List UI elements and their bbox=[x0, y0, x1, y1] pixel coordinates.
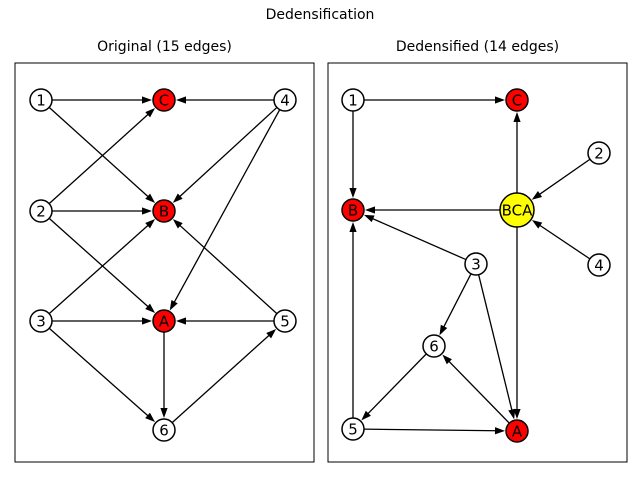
edge-dedensified-A-6 bbox=[447, 359, 510, 424]
arrowhead-dedensified-BCA-B bbox=[365, 206, 375, 214]
edge-original-4-A bbox=[173, 109, 281, 304]
arrowhead-dedensified-1-B bbox=[349, 188, 357, 198]
node-dedensified-4 bbox=[587, 253, 611, 277]
arrowhead-original-2-A bbox=[145, 303, 156, 314]
arrowhead-dedensified-1-C bbox=[495, 96, 505, 104]
node-label-dedensified-BCA: BCA bbox=[502, 201, 534, 219]
arrowhead-dedensified-BCA-A bbox=[513, 409, 521, 419]
node-dedensified-2 bbox=[587, 141, 611, 165]
arrowhead-original-4-C bbox=[176, 96, 186, 104]
arrowhead-dedensified-5-A bbox=[494, 427, 506, 435]
arrowhead-original-6-5 bbox=[266, 329, 277, 339]
arrowhead-original-5-B bbox=[172, 219, 183, 229]
figure-title: Dedensification bbox=[265, 7, 375, 23]
arrowhead-original-3-6 bbox=[145, 412, 156, 423]
arrowhead-dedensified-A-6 bbox=[442, 354, 452, 365]
node-original-5 bbox=[273, 309, 297, 333]
arrowhead-original-A-6 bbox=[160, 408, 168, 418]
node-label-dedensified-B: B bbox=[348, 201, 358, 219]
node-label-original-4: 4 bbox=[280, 91, 290, 109]
arrowhead-dedensified-3-B bbox=[363, 214, 375, 223]
panel-dedensified-title: Dedensified (14 edges) bbox=[395, 39, 560, 55]
edge-original-1-B bbox=[48, 106, 150, 199]
edge-dedensified-4-BCA bbox=[538, 223, 591, 260]
node-original-B bbox=[152, 199, 176, 223]
edge-dedensified-2-BCA bbox=[537, 158, 591, 196]
node-original-1 bbox=[29, 88, 53, 112]
arrowhead-original-4-B bbox=[172, 193, 183, 203]
edge-original-2-C bbox=[48, 112, 150, 205]
node-label-original-1: 1 bbox=[36, 91, 46, 109]
node-original-2 bbox=[29, 199, 53, 223]
arrowhead-dedensified-3-A bbox=[508, 408, 516, 420]
node-dedensified-6 bbox=[422, 334, 446, 358]
node-original-3 bbox=[29, 309, 53, 333]
node-label-original-A: A bbox=[159, 312, 170, 330]
edge-dedensified-5-A bbox=[363, 428, 498, 432]
arrowhead-dedensified-3-6 bbox=[439, 324, 448, 336]
edge-original-3-6 bbox=[48, 327, 150, 418]
edge-dedensified-3-A bbox=[477, 274, 513, 412]
node-original-A bbox=[152, 309, 176, 333]
edge-dedensified-3-B bbox=[371, 217, 467, 261]
node-label-dedensified-A: A bbox=[512, 422, 523, 440]
node-label-original-B: B bbox=[159, 202, 169, 220]
arrowhead-original-4-A bbox=[169, 299, 178, 311]
arrowhead-original-1-C bbox=[142, 96, 152, 104]
node-dedensified-1 bbox=[341, 88, 365, 112]
node-dedensified-BCA bbox=[499, 192, 535, 228]
node-dedensified-B bbox=[341, 198, 365, 222]
arrowhead-dedensified-BCA-C bbox=[513, 112, 521, 122]
edge-original-3-B bbox=[48, 223, 150, 315]
node-label-dedensified-C: C bbox=[512, 91, 522, 109]
node-label-dedensified-5: 5 bbox=[348, 420, 358, 438]
node-label-dedensified-4: 4 bbox=[594, 256, 604, 274]
node-label-original-2: 2 bbox=[36, 202, 46, 220]
edge-original-2-A bbox=[48, 217, 150, 309]
node-original-4 bbox=[273, 88, 297, 112]
node-dedensified-5 bbox=[341, 417, 365, 441]
panel-frame-original bbox=[14, 62, 315, 463]
edge-original-5-B bbox=[178, 223, 278, 315]
arrowhead-dedensified-6-5 bbox=[361, 410, 371, 421]
node-dedensified-A bbox=[505, 419, 529, 443]
node-label-original-5: 5 bbox=[280, 312, 290, 330]
arrowhead-original-1-B bbox=[145, 193, 156, 203]
arrowhead-original-2-C bbox=[145, 108, 156, 118]
arrowhead-original-5-A bbox=[176, 317, 186, 325]
edge-original-4-B bbox=[178, 106, 278, 198]
node-label-dedensified-6: 6 bbox=[429, 337, 439, 355]
node-label-original-C: C bbox=[159, 91, 169, 109]
node-label-dedensified-1: 1 bbox=[348, 91, 358, 109]
edge-original-6-5 bbox=[171, 333, 271, 424]
node-label-original-3: 3 bbox=[36, 312, 46, 330]
node-label-dedensified-3: 3 bbox=[471, 255, 481, 273]
edge-dedensified-6-5 bbox=[366, 353, 427, 416]
node-dedensified-3 bbox=[464, 252, 488, 276]
arrowhead-original-3-B bbox=[145, 218, 156, 229]
arrowhead-dedensified-2-BCA bbox=[531, 191, 543, 200]
node-dedensified-C bbox=[505, 88, 529, 112]
node-original-C bbox=[152, 88, 176, 112]
node-label-dedensified-2: 2 bbox=[594, 144, 604, 162]
arrowhead-dedensified-5-B bbox=[349, 222, 357, 232]
panel-original-title: Original (15 edges) bbox=[97, 39, 232, 55]
panel-frame-dedensified bbox=[327, 62, 628, 463]
arrowhead-original-3-A bbox=[142, 317, 152, 325]
edge-dedensified-3-6 bbox=[442, 273, 472, 329]
node-original-6 bbox=[152, 418, 176, 442]
arrowhead-original-2-B bbox=[142, 207, 152, 215]
node-label-original-6: 6 bbox=[159, 421, 169, 439]
arrowhead-dedensified-4-BCA bbox=[531, 220, 543, 229]
